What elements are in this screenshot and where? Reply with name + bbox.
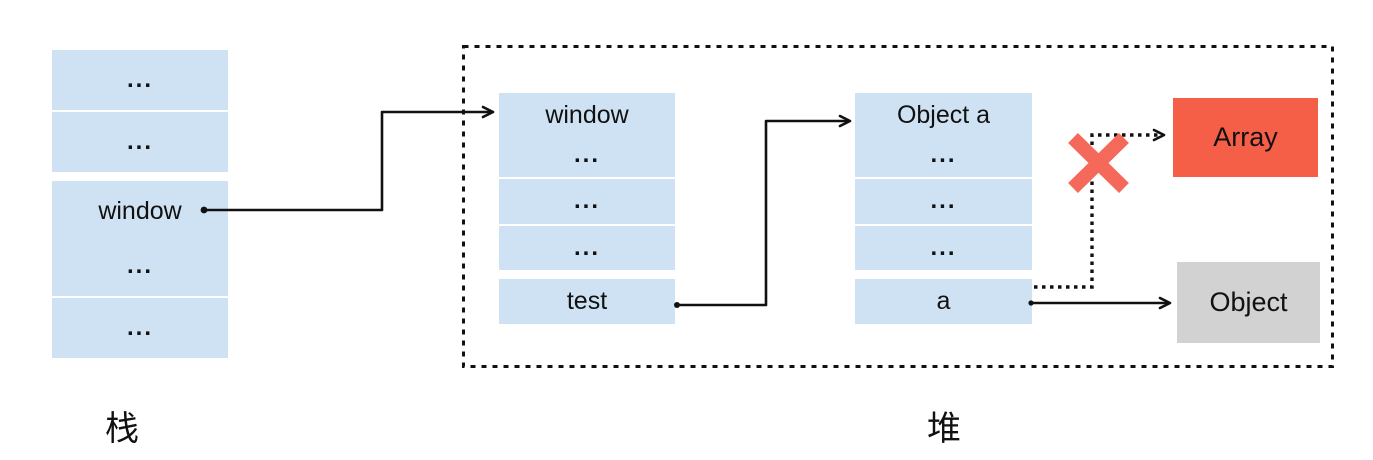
object-a-cell: ... (855, 132, 1032, 177)
window-pointer-arrow (202, 105, 495, 212)
stack-cell: ... (52, 298, 228, 358)
heap-window-cell-test: test (499, 279, 675, 324)
stack-zone-label: 栈 (105, 410, 139, 448)
broken-reference-cross-icon (1068, 133, 1129, 193)
heap-window-cell: ... (499, 132, 675, 177)
array-box: Array (1173, 98, 1318, 177)
test-pointer-arrow (675, 114, 852, 307)
stack-cell: ... (52, 112, 228, 172)
heap-window-cell: ... (499, 179, 675, 224)
heap-object-a-table: Object a ... ... ... a (855, 93, 1032, 324)
object-a-cell: ... (855, 225, 1032, 270)
stack-cell: ... (52, 50, 228, 110)
broken-reference-dotted-arrow (1034, 128, 1166, 289)
stack-cell: ... (52, 236, 228, 296)
heap-window-cell: ... (499, 225, 675, 270)
heap-window-table: window ... ... ... test (499, 93, 675, 324)
heap-window-cell: window (499, 93, 675, 138)
object-box: Object (1177, 262, 1320, 343)
object-a-cell-title: Object a (855, 93, 1032, 138)
heap-zone-label: 堆 (927, 410, 961, 448)
object-a-cell: ... (855, 179, 1032, 224)
stack-table: ... ... window ... ... (52, 50, 228, 365)
stack-cell-window: window (52, 181, 228, 241)
object-a-cell-a: a (855, 279, 1032, 324)
